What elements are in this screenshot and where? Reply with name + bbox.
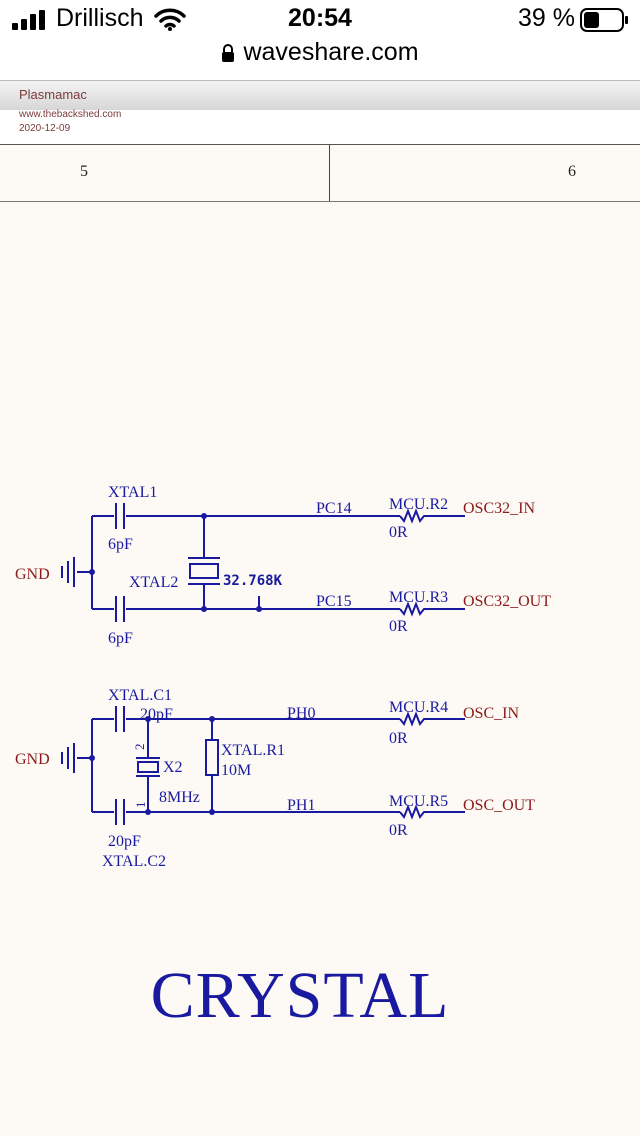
xtal1-value: 6pF	[108, 536, 133, 553]
xtal-c2-value: 20pF	[108, 833, 141, 850]
gnd-label-top: GND	[15, 566, 50, 583]
x2-pin-1: 1	[133, 802, 148, 809]
osc32-in-port: OSC32_IN	[463, 500, 535, 517]
post-meta: www.thebackshed.com 2020-12-09	[0, 109, 640, 144]
battery-icon	[580, 8, 628, 32]
grid-divider	[329, 145, 330, 201]
xtal-c1-label: XTAL.C1	[108, 687, 172, 704]
xtal-c2-label: XTAL.C2	[102, 853, 166, 870]
xtal-r1-value: 10M	[221, 762, 251, 779]
x2-label: X2	[163, 759, 183, 776]
xtal-c1-value: 20pF	[140, 706, 173, 723]
lock-icon	[222, 44, 235, 63]
osc32-out-port: OSC32_OUT	[463, 593, 551, 610]
status-bar: Drillisch 20:54 39 %	[0, 0, 640, 80]
net-pc14: PC14	[316, 500, 352, 517]
signal-icon	[12, 10, 45, 30]
xtal2-value: 32.768K	[223, 573, 283, 589]
site-link[interactable]: www.thebackshed.com	[19, 109, 122, 120]
mcu-r4-value: 0R	[389, 730, 408, 747]
net-pc15: PC15	[316, 593, 352, 610]
mcu-r2-label: MCU.R2	[389, 496, 448, 513]
image-banner: Plasmamac	[0, 80, 640, 112]
schematic-title: CRYSTAL	[150, 959, 450, 1032]
xtal-r1-label: XTAL.R1	[221, 742, 285, 759]
grid-col-6: 6	[568, 163, 576, 180]
net-ph1: PH1	[287, 797, 315, 814]
xtal2-label: XTAL2	[129, 574, 178, 591]
mcu-r2-value: 0R	[389, 524, 408, 541]
address-bar[interactable]: waveshare.com	[0, 38, 640, 67]
mcu-r5-label: MCU.R5	[389, 793, 448, 810]
xtal1-label: XTAL1	[108, 484, 157, 501]
clock: 20:54	[288, 4, 352, 32]
battery-percent: 39 %	[518, 4, 575, 32]
cap-bottom-value-top: 6pF	[108, 630, 133, 647]
mcu-r3-label: MCU.R3	[389, 589, 448, 606]
x2-value: 8MHz	[159, 789, 200, 806]
url-text: waveshare.com	[243, 38, 419, 66]
mcu-r4-label: MCU.R4	[389, 699, 448, 716]
author-name[interactable]: Plasmamac	[19, 87, 87, 102]
osc-out-port: OSC_OUT	[463, 797, 535, 814]
x2-pin-2: 2	[132, 744, 147, 751]
wifi-icon	[154, 8, 186, 31]
gnd-label-bottom: GND	[15, 751, 50, 768]
post-date: 2020-12-09	[19, 123, 71, 134]
mcu-r5-value: 0R	[389, 822, 408, 839]
mcu-r3-value: 0R	[389, 618, 408, 635]
frame-grid-row: 5 6	[0, 144, 640, 202]
osc-in-port: OSC_IN	[463, 705, 519, 722]
net-ph0: PH0	[287, 705, 315, 722]
grid-col-5: 5	[80, 163, 88, 180]
carrier-name: Drillisch	[56, 4, 144, 32]
